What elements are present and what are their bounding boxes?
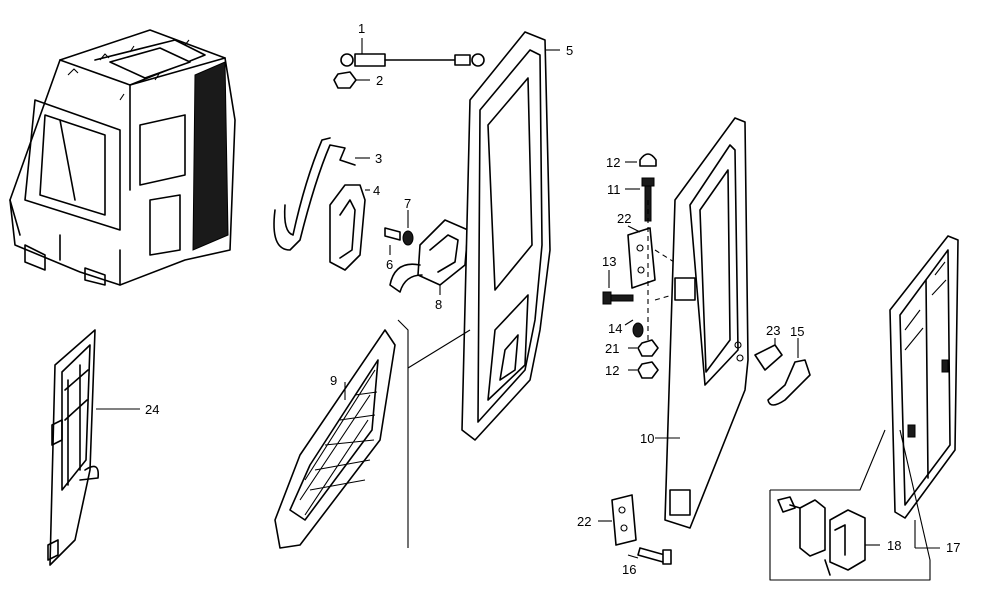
part-15-door-handle xyxy=(767,338,811,406)
part-21-nut xyxy=(628,339,659,357)
callout-22-top: 22 xyxy=(617,211,631,226)
part-10-door xyxy=(655,117,749,529)
callout-13: 13 xyxy=(602,254,616,269)
callout-6: 6 xyxy=(386,257,393,272)
callout-12-bottom: 12 xyxy=(605,363,619,378)
cab-assembly xyxy=(9,29,236,286)
part-6-screw xyxy=(384,227,401,255)
callout-16: 16 xyxy=(622,562,636,577)
callout-10: 10 xyxy=(640,431,654,446)
part-8-door-latch xyxy=(389,219,469,295)
part-5-door-frame xyxy=(461,31,560,441)
door-24 xyxy=(47,329,100,566)
part-3-grab-handle xyxy=(273,137,370,251)
part-9-step-grid xyxy=(274,329,396,549)
part-2-nut xyxy=(333,71,370,89)
part-1-gas-strut xyxy=(340,38,485,67)
part-18-detail-box xyxy=(769,429,931,581)
part-14-washer xyxy=(624,319,644,338)
part-7-washer xyxy=(402,210,414,246)
callout-2: 2 xyxy=(376,73,383,88)
part-16-screw xyxy=(627,547,672,565)
callout-17: 17 xyxy=(946,540,960,555)
callout-15: 15 xyxy=(790,324,804,339)
part-22-hinge-bottom xyxy=(598,494,637,546)
callout-3: 3 xyxy=(375,151,382,166)
callout-22-bottom: 22 xyxy=(577,514,591,529)
callout-4: 4 xyxy=(373,183,380,198)
callout-8: 8 xyxy=(435,297,442,312)
callout-7: 7 xyxy=(404,196,411,211)
part-12-nut xyxy=(628,361,659,379)
callout-24: 24 xyxy=(145,402,159,417)
callout-12-top: 12 xyxy=(606,155,620,170)
callout-21: 21 xyxy=(605,341,619,356)
part-22-hinge-top xyxy=(627,225,656,289)
callout-9: 9 xyxy=(330,373,337,388)
part-12-cap-nut-top xyxy=(625,153,657,167)
part-4-handle-bracket xyxy=(329,184,370,271)
callout-18: 18 xyxy=(887,538,901,553)
part-13-bolt xyxy=(602,270,634,305)
callout-23: 23 xyxy=(766,323,780,338)
callout-14: 14 xyxy=(608,321,622,336)
callout-1: 1 xyxy=(358,21,365,36)
part-17-sliding-window xyxy=(889,235,959,549)
callout-5: 5 xyxy=(566,43,573,58)
callout-11: 11 xyxy=(607,182,621,197)
part-23-pin xyxy=(754,338,783,371)
